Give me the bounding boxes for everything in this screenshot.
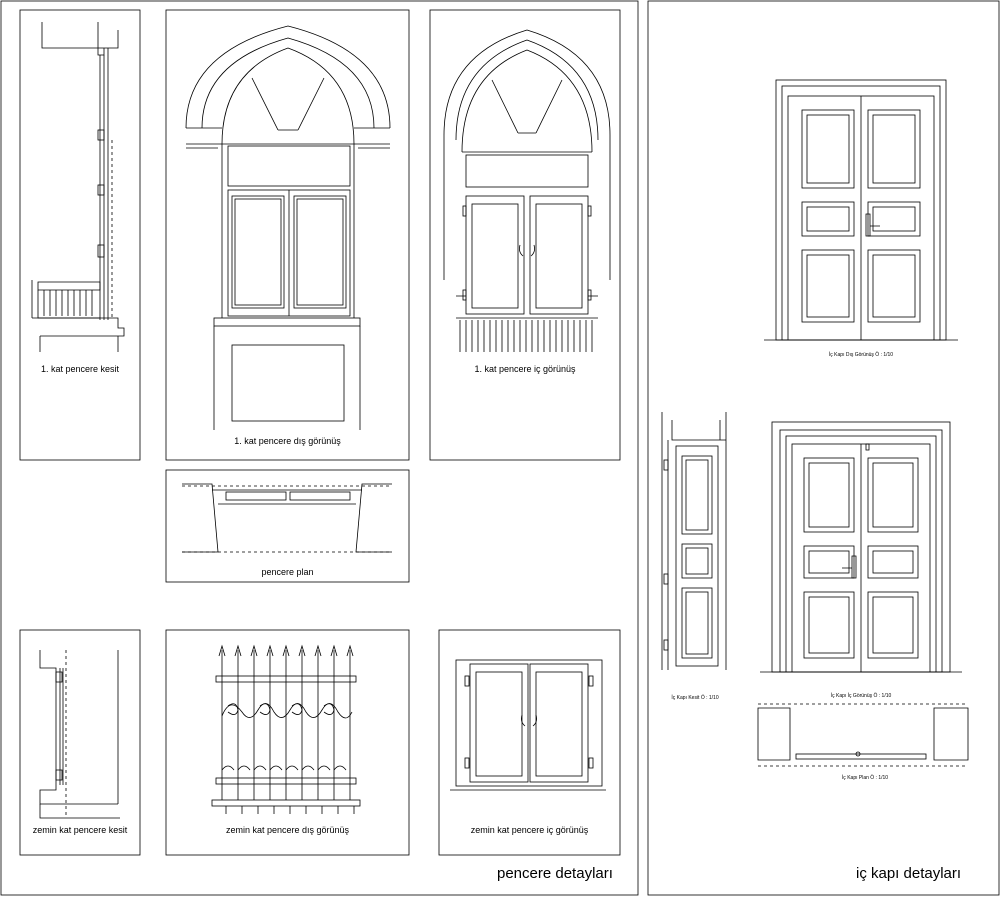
panel-caption-1: 1. kat pencere kesit — [40, 364, 120, 374]
panel-caption-4: pencere plan — [261, 567, 314, 577]
exterior-elevation-1 — [185, 25, 391, 430]
section-drawing-2 — [39, 650, 120, 819]
door-section-drawing — [661, 412, 727, 670]
panel-caption-2: 1. kat pencere dış görünüş — [234, 436, 341, 446]
door-caption-section: İç Kapı Kesit Ö : 1/10 — [671, 695, 719, 701]
door-sheet-title: iç kapı detayları — [856, 865, 962, 882]
door-exterior-elevation — [764, 79, 958, 341]
interior-elevation-1 — [443, 29, 611, 352]
section-drawing-1 — [31, 22, 125, 352]
panel-caption-6: zemin kat pencere dış görünüş — [225, 825, 350, 835]
door-caption-exterior: İç Kapı Dış Görünüş Ö : 1/10 — [828, 352, 894, 358]
panel-frame-5 — [19, 629, 141, 856]
panel-frame-6 — [165, 629, 410, 856]
panel-frame-1 — [19, 9, 141, 461]
grille-drawing — [211, 644, 361, 814]
panel-caption-3: 1. kat pencere iç görünüş — [474, 364, 576, 374]
panel-caption-5: zemin kat pencere kesit — [32, 825, 128, 835]
door-interior-elevation — [760, 421, 962, 673]
door-sheet-frame — [647, 0, 1000, 896]
window-sheet-title: pencere detayları — [497, 865, 613, 882]
interior-elevation-2 — [450, 659, 606, 791]
panel-frame-7 — [438, 629, 621, 856]
door-caption-interior: İç Kapı İç Görünüş Ö : 1/10 — [830, 693, 892, 699]
panel-frame-3 — [429, 9, 621, 461]
door-caption-plan: İç Kapı Plan Ö : 1/10 — [841, 775, 889, 781]
panel-caption-7: zemin kat pencere iç görünüş — [470, 825, 589, 835]
plan-drawing — [182, 483, 392, 553]
window-sheet-frame — [0, 0, 639, 896]
door-plan-drawing — [757, 703, 969, 767]
panel-frame-2 — [165, 9, 410, 461]
panel-frame-4 — [165, 469, 410, 583]
